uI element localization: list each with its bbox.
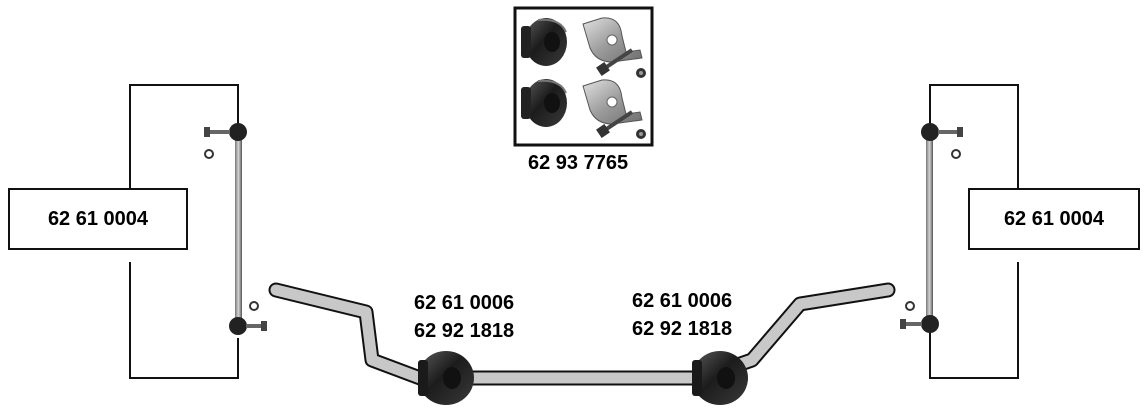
- left-link-nut-icon: [204, 149, 259, 311]
- right-link-label-box: 62 61 0004: [968, 188, 1140, 250]
- right-link-part-number: 62 61 0004: [1003, 207, 1105, 230]
- left-bushing-part-number-2: 62 92 1818: [414, 320, 515, 342]
- left-link-part-number: 62 61 0004: [47, 207, 149, 230]
- right-link-frame: [929, 84, 1019, 379]
- left-stabilizer-link-icon: [204, 123, 267, 335]
- kit-bushing-icon-2: [521, 79, 567, 127]
- kit-bracket-icon: [582, 17, 643, 63]
- right-bar-bushing-icon: [692, 351, 748, 405]
- right-bushing-part-number-2: 62 92 1818: [632, 318, 733, 340]
- left-bushing-part-number-1: 62 61 0006: [414, 292, 515, 314]
- left-link-frame: [129, 84, 239, 379]
- kit-bolt-icon: [596, 48, 634, 76]
- kit-nut-icon-2: [636, 129, 646, 139]
- stabilizer-bar: [268, 282, 896, 386]
- kit-bracket-icon-2: [582, 79, 643, 125]
- right-link-nut-icon: [905, 149, 961, 311]
- kit-bolt-icon-2: [596, 110, 634, 138]
- right-stabilizer-link-icon: [900, 123, 963, 333]
- kit-nut-icon: [636, 68, 646, 78]
- kit-bushing-icon: [521, 18, 567, 66]
- left-bar-bushing-icon: [418, 351, 474, 405]
- kit-part-number: 62 93 7765: [528, 152, 629, 174]
- left-link-label-box: 62 61 0004: [8, 188, 188, 250]
- right-bushing-part-number-1: 62 61 0006: [632, 290, 733, 312]
